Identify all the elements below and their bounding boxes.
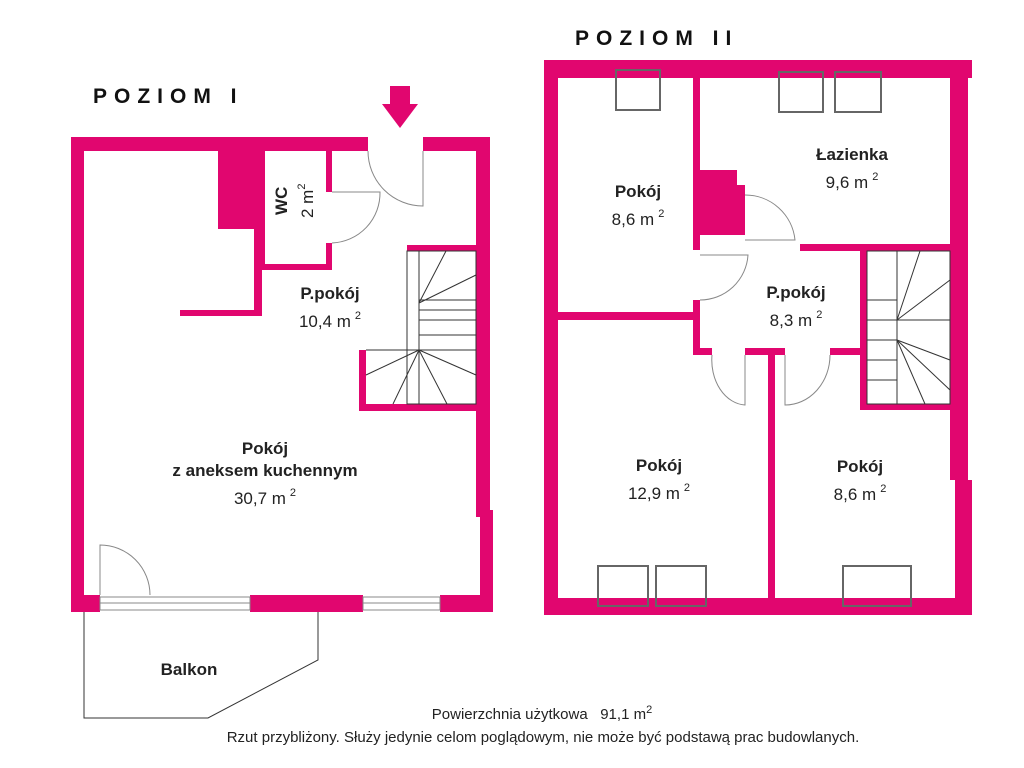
- walls-level-2: [544, 60, 972, 615]
- disclaimer: Rzut przybliżony. Służy jedynie celom po…: [226, 729, 860, 746]
- total-area: Powierzchnia użytkowa 91,1 m2: [431, 704, 653, 723]
- level-1-title: POZIOM I: [93, 85, 244, 108]
- fixtures-level-2: [597, 69, 951, 607]
- fixtures-level-1: [83, 150, 477, 719]
- entrance-arrow-icon: [382, 86, 418, 128]
- walls-level-1: [71, 86, 493, 612]
- level-2-title: POZIOM II: [575, 27, 739, 50]
- room-balcony: Balkon: [160, 660, 218, 679]
